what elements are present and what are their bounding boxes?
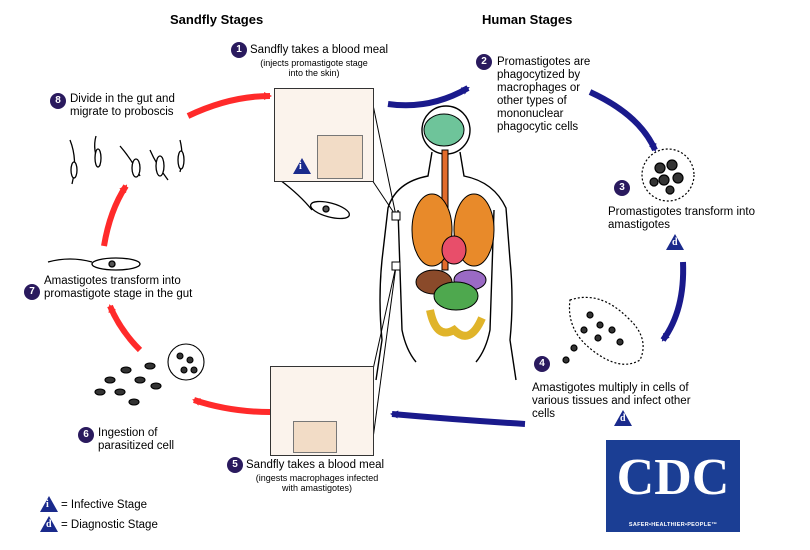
diagnostic-stage-3-icon: d — [666, 234, 684, 250]
infected-tissue — [562, 296, 644, 365]
step-4-badge: 4 — [534, 356, 550, 372]
arrow-6-to-7 — [107, 304, 143, 353]
promastigote-sketches — [69, 135, 185, 185]
step-3-text: Promastigotes transform into amastigotes — [608, 206, 756, 231]
step-7-text: Amastigotes transform into promastigote … — [44, 275, 193, 300]
step-5-badge: 5 — [227, 457, 243, 473]
arrow-3-to-4 — [660, 261, 687, 342]
step-6-text: Ingestion of parasitized cell — [98, 427, 175, 452]
promastigote-injected — [279, 179, 351, 220]
step-1-subtext: (injects promastigote stage into the ski… — [260, 58, 368, 78]
arrow-7-to-8 — [101, 184, 129, 247]
arrow-4-to-5 — [390, 410, 526, 427]
cdc-tagline: SAFER•HEALTHIER•PEOPLE™ — [628, 522, 718, 528]
promastigote-gut — [47, 257, 141, 271]
legend-infective-icon: i — [40, 496, 58, 512]
sandfly-panel-step-1 — [274, 88, 374, 182]
step-4-text: Amastigotes multiply in cells of various… — [532, 382, 691, 420]
step-5-text: Sandfly takes a blood meal — [246, 459, 385, 471]
step-1-text: Sandfly takes a blood meal — [250, 44, 389, 56]
human-stages-header: Human Stages — [482, 12, 573, 27]
infective-stage-icon: i — [293, 158, 311, 174]
cdc-logo-letters: CDC — [616, 449, 730, 506]
organs — [411, 113, 495, 340]
macrophage-inset — [293, 421, 337, 453]
diagnostic-stage-4-icon: d — [614, 410, 632, 426]
step-1-badge: 1 — [231, 42, 247, 58]
connector-lines — [371, 99, 401, 447]
promastigote-inset — [317, 135, 363, 179]
arrow-5-to-6 — [192, 397, 271, 415]
step-6-badge: 6 — [78, 427, 94, 443]
arrow-8-to-1 — [186, 92, 272, 119]
step-2-text: Promastigotes are phagocytized by macrop… — [497, 56, 591, 133]
step-8-text: Divide in the gut and migrate to probosc… — [70, 93, 175, 118]
arrow-2-to-3 — [588, 89, 658, 152]
legend-infective-text: = Infective Stage — [61, 499, 147, 511]
parasitized-cells — [94, 343, 205, 406]
step-7-badge: 7 — [24, 284, 40, 300]
legend-diagnostic-text: = Diagnostic Stage — [61, 519, 158, 531]
cdc-logo: CDC SAFER•HEALTHIER•PEOPLE™ — [606, 440, 740, 532]
arrow-1-to-2 — [387, 85, 470, 109]
sandfly-stages-header: Sandfly Stages — [170, 12, 264, 27]
legend-diagnostic-icon: d — [40, 516, 58, 532]
step-2-badge: 2 — [476, 54, 492, 70]
macrophage-cell — [641, 148, 695, 202]
sandfly-panel-step-5 — [270, 366, 374, 456]
step-8-badge: 8 — [50, 93, 66, 109]
step-3-badge: 3 — [614, 180, 630, 196]
step-5-subtext: (ingests macrophages infected with amast… — [255, 473, 379, 493]
